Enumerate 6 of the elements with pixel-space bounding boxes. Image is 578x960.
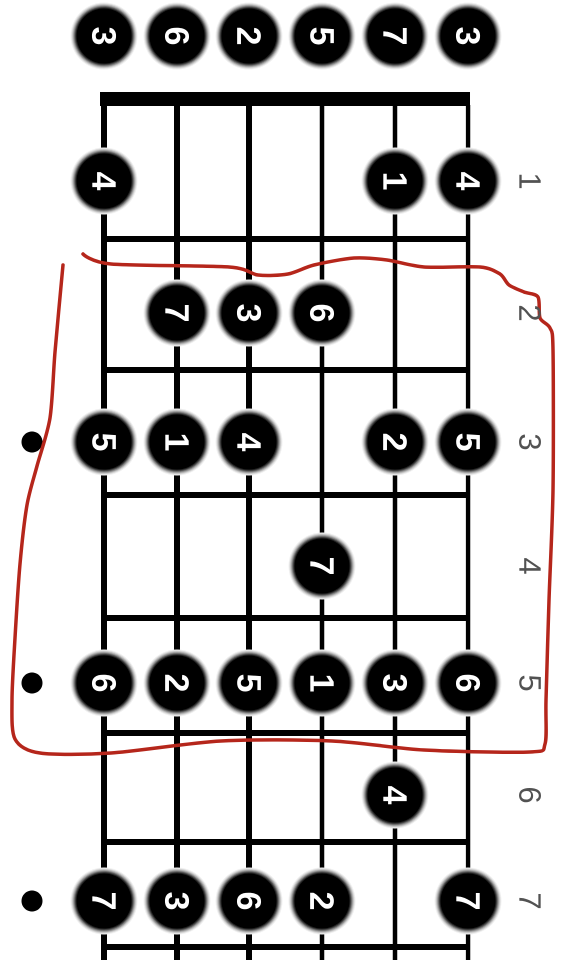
fret-number: 6 (519, 788, 541, 802)
fret-number: 2 (519, 306, 541, 320)
fret-number: 3 (519, 434, 541, 450)
fret-number: 1 (519, 174, 541, 188)
fret-number: 4 (519, 558, 541, 574)
fret-number: 5 (519, 676, 541, 690)
